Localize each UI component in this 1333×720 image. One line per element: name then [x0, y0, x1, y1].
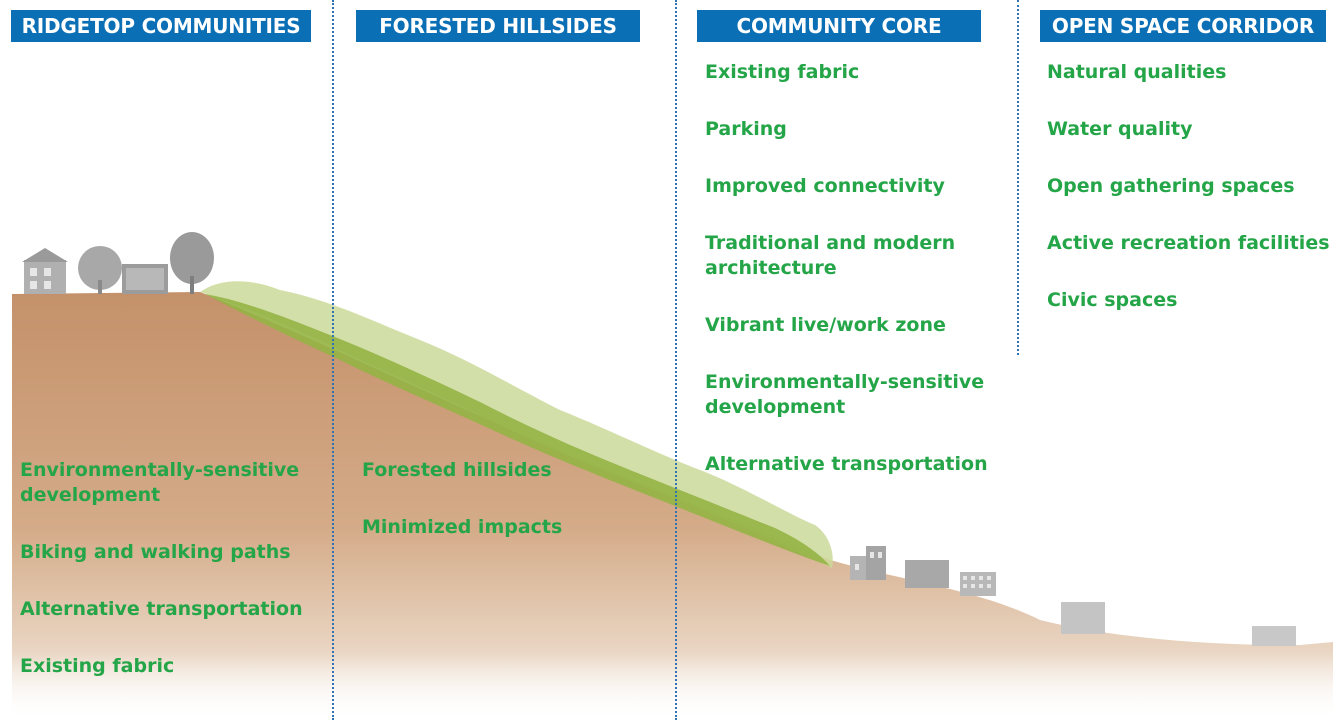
header-forested-hillsides: FORESTED HILLSIDES	[356, 10, 640, 42]
list-item: Biking and walking paths	[20, 541, 291, 563]
house-icon	[22, 248, 68, 294]
column-divider	[675, 0, 677, 720]
forest-canopy-dark	[205, 294, 830, 566]
building-icon	[960, 572, 996, 596]
list-item: Vibrant live/work zone	[705, 314, 946, 336]
list-item: Water quality	[1047, 118, 1193, 140]
column-divider	[1017, 0, 1019, 355]
list-item: Environmentally-sensitive development	[20, 459, 300, 506]
church-icon	[850, 546, 886, 580]
forested-hillsides-list: Forested hillsides Minimized impacts	[362, 458, 562, 572]
list-item: Existing fabric	[20, 655, 175, 677]
list-item: Alternative transportation	[705, 453, 988, 475]
list-item: Civic spaces	[1047, 289, 1178, 311]
list-item: Environmentally-sensitive development	[705, 371, 985, 418]
building-icon	[1061, 602, 1105, 634]
list-item: Forested hillsides	[362, 459, 552, 481]
list-item: Improved connectivity	[705, 175, 945, 197]
list-item: Minimized impacts	[362, 516, 563, 538]
column-divider	[332, 0, 334, 720]
list-item: Natural qualities	[1047, 61, 1227, 83]
open-space-corridor-list: Natural qualities Water quality Open gat…	[1047, 60, 1330, 345]
list-item: Active recreation facilities	[1047, 232, 1330, 254]
list-item: Traditional and modern architecture	[705, 232, 956, 279]
tree-icon	[78, 246, 122, 294]
header-ridgetop-communities: RIDGETOP COMMUNITIES	[11, 10, 311, 42]
building-icon	[1252, 626, 1296, 646]
list-item: Alternative transportation	[20, 598, 303, 620]
hillside-ground	[12, 292, 1333, 720]
building-icon	[122, 264, 168, 294]
tree-icon	[170, 232, 214, 294]
header-open-space-corridor: OPEN SPACE CORRIDOR	[1040, 10, 1326, 42]
list-item: Open gathering spaces	[1047, 175, 1295, 197]
ridgetop-communities-list: Environmentally-sensitive development Bi…	[20, 458, 310, 711]
community-core-list: Existing fabric Parking Improved connect…	[705, 60, 995, 509]
header-community-core: COMMUNITY CORE	[697, 10, 981, 42]
list-item: Parking	[705, 118, 787, 140]
list-item: Existing fabric	[705, 61, 860, 83]
building-icon	[905, 560, 949, 588]
